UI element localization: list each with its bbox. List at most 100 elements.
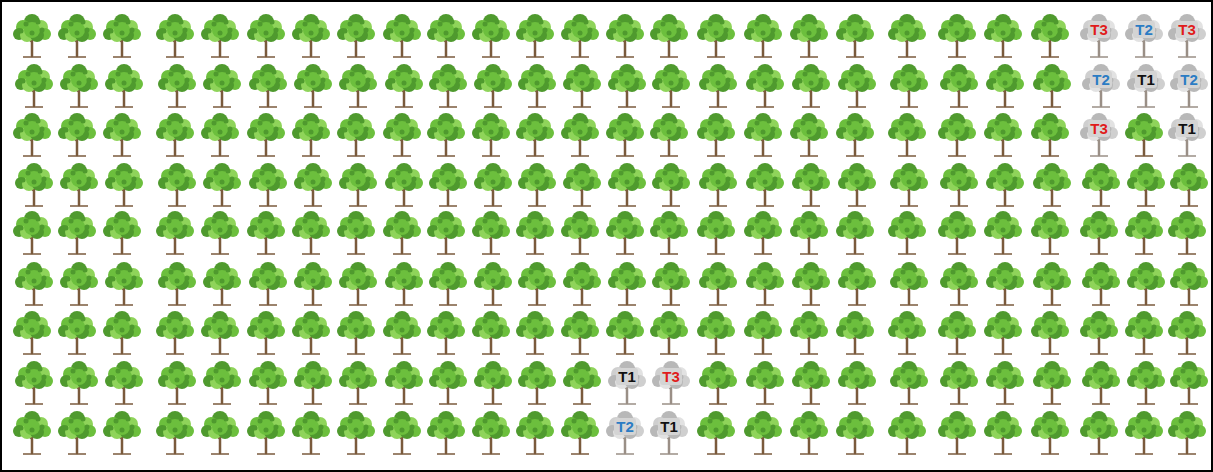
tree — [561, 14, 599, 57]
tree — [203, 64, 241, 107]
tree — [103, 113, 141, 156]
tree — [201, 113, 239, 156]
tree — [563, 64, 601, 107]
tree — [608, 163, 646, 206]
tree — [201, 411, 239, 454]
tree — [294, 262, 332, 305]
tree — [938, 211, 976, 254]
tree — [888, 211, 926, 254]
tree — [1168, 311, 1206, 354]
tree — [247, 311, 285, 354]
tree — [429, 64, 467, 107]
tree — [58, 411, 96, 454]
tree — [427, 311, 465, 354]
tree — [1031, 211, 1069, 254]
tree — [836, 14, 874, 57]
tree — [746, 262, 784, 305]
tree — [105, 361, 143, 404]
tree — [516, 113, 554, 156]
tree — [1033, 163, 1071, 206]
tree — [516, 411, 554, 454]
tree-label: T3 — [660, 368, 682, 385]
marked-tree — [1082, 64, 1120, 107]
tree — [697, 14, 735, 57]
marked-tree — [652, 361, 690, 404]
tree — [1170, 163, 1208, 206]
tree — [337, 14, 375, 57]
tree — [790, 311, 828, 354]
tree — [15, 163, 53, 206]
tree — [838, 64, 876, 107]
tree — [986, 64, 1024, 107]
tree — [986, 262, 1024, 305]
tree — [890, 262, 928, 305]
tree — [429, 163, 467, 206]
tree — [650, 14, 688, 57]
tree — [13, 311, 51, 354]
tree — [890, 163, 928, 206]
tree — [836, 113, 874, 156]
tree — [699, 64, 737, 107]
tree — [427, 113, 465, 156]
tree — [561, 411, 599, 454]
tree — [744, 211, 782, 254]
tree — [103, 211, 141, 254]
tree — [836, 411, 874, 454]
tree — [986, 361, 1024, 404]
tree — [606, 113, 644, 156]
tree — [940, 163, 978, 206]
tree — [790, 411, 828, 454]
tree — [940, 361, 978, 404]
tree — [472, 14, 510, 57]
tree — [697, 113, 735, 156]
tree — [1080, 411, 1118, 454]
tree — [15, 262, 53, 305]
tree — [838, 262, 876, 305]
tree — [1125, 113, 1163, 156]
tree — [1125, 411, 1163, 454]
tree — [474, 262, 512, 305]
tree — [429, 361, 467, 404]
tree — [429, 262, 467, 305]
tree — [474, 361, 512, 404]
tree — [1125, 211, 1163, 254]
tree — [13, 411, 51, 454]
tree — [249, 163, 287, 206]
tree — [792, 262, 830, 305]
tree — [563, 163, 601, 206]
tree — [1031, 14, 1069, 57]
tree — [888, 14, 926, 57]
tree — [158, 64, 196, 107]
tree — [103, 311, 141, 354]
tree — [474, 64, 512, 107]
tree — [563, 361, 601, 404]
marked-tree — [1168, 113, 1206, 156]
marked-tree — [606, 411, 644, 454]
tree — [201, 14, 239, 57]
tree — [156, 211, 194, 254]
tree — [294, 163, 332, 206]
tree — [606, 14, 644, 57]
tree — [984, 113, 1022, 156]
tree — [1082, 361, 1120, 404]
tree — [699, 262, 737, 305]
tree — [383, 113, 421, 156]
tree — [337, 411, 375, 454]
tree — [247, 14, 285, 57]
tree — [15, 361, 53, 404]
tree — [1080, 311, 1118, 354]
tree — [697, 311, 735, 354]
marked-tree — [1125, 14, 1163, 57]
tree-label: T2 — [1090, 71, 1112, 88]
tree — [1125, 311, 1163, 354]
tree — [518, 262, 556, 305]
tree — [697, 211, 735, 254]
tree — [383, 211, 421, 254]
tree — [472, 211, 510, 254]
tree — [13, 113, 51, 156]
tree — [650, 311, 688, 354]
tree — [292, 411, 330, 454]
tree — [838, 361, 876, 404]
tree — [201, 311, 239, 354]
tree — [1127, 361, 1165, 404]
